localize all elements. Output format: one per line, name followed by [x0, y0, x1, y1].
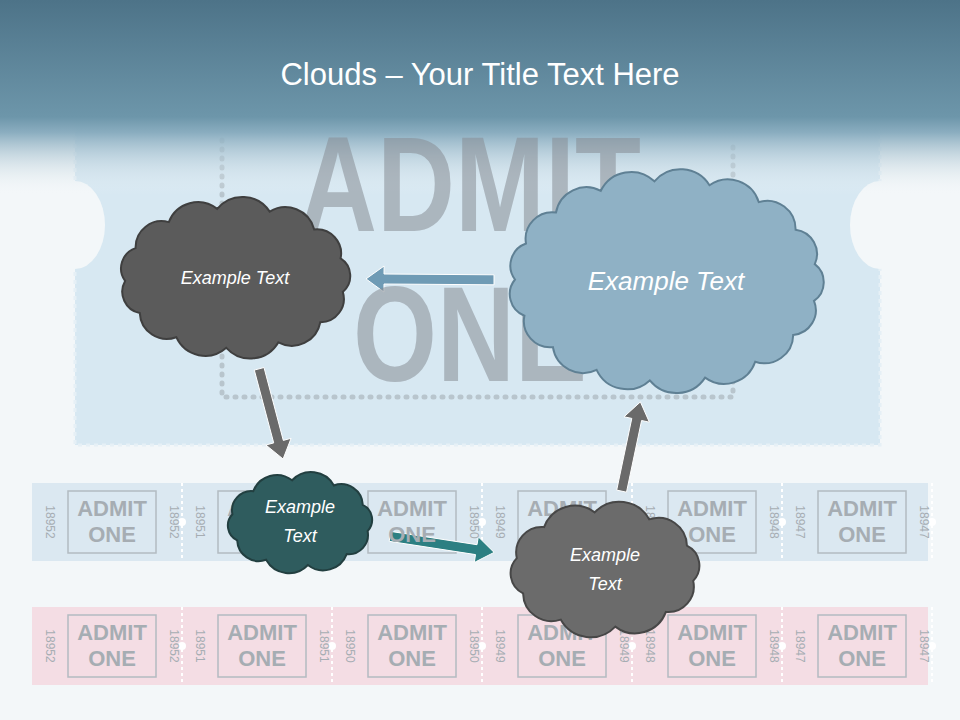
ticket-number: 18950 — [467, 505, 481, 538]
ticket-number: 18949 — [617, 629, 631, 662]
ticket-number: 18948 — [767, 629, 781, 662]
ticket-number: 18951 — [193, 629, 207, 662]
ticket-text: ADMIT ONE — [820, 620, 904, 672]
ticket-text: ADMIT ONE — [820, 496, 904, 548]
cloud-text-box: Example Text — [500, 497, 710, 642]
ticket-number: 18947 — [917, 629, 931, 662]
cloud-outline — [216, 465, 384, 580]
ticket-number: 18947 — [793, 505, 807, 538]
cloud-shape — [510, 169, 824, 393]
ticket-text: ADMIT ONE — [70, 496, 154, 548]
block-arrow — [254, 368, 291, 460]
ticket-number: 18951 — [193, 505, 207, 538]
ticket-number: 18949 — [493, 505, 507, 538]
cloud-shape — [511, 502, 700, 637]
block-arrow — [617, 402, 650, 492]
ticket-number: 18947 — [793, 629, 807, 662]
cloud-text: Example Text — [135, 264, 335, 293]
ticket-number: 18950 — [343, 629, 357, 662]
cloud-node: Example Text — [110, 193, 360, 363]
cloud-text-box: Example Text — [216, 465, 384, 580]
ticket-text: ADMIT ONE — [220, 620, 304, 672]
cloud-node: Example Text — [500, 497, 710, 642]
cloud-text: Example Text — [536, 260, 796, 302]
ticket-number: 18948 — [767, 505, 781, 538]
cloud-shape — [121, 197, 350, 359]
ticket-number: 18947 — [917, 505, 931, 538]
cloud-text: Example Text — [555, 541, 655, 599]
ticket-text: ADMIT ONE — [370, 496, 454, 548]
ticket-number: 18952 — [167, 505, 181, 538]
ticket-number: 18952 — [167, 629, 181, 662]
cloud-text-box: Example Text — [110, 193, 360, 363]
ticket-number: 18950 — [467, 629, 481, 662]
ticket-text: ADMIT ONE — [370, 620, 454, 672]
cloud-node: Example Text — [216, 465, 384, 580]
slide-title: Clouds – Your Title Text Here — [0, 56, 960, 94]
ticket-number: 18952 — [43, 629, 57, 662]
ticket-text: ADMIT ONE — [70, 620, 154, 672]
cloud-text-box: Example Text — [500, 166, 832, 396]
ticket-text: ADMIT ONE — [670, 620, 754, 672]
cloud-outline — [500, 497, 710, 642]
cloud-shape — [228, 472, 372, 573]
ticket-number: 18952 — [43, 505, 57, 538]
ticket-number: 18948 — [643, 629, 657, 662]
cloud-node: Example Text — [500, 166, 832, 396]
ticket-number: 18951 — [317, 629, 331, 662]
cloud-text: Example Text — [255, 493, 345, 551]
ticket-number: 18949 — [493, 629, 507, 662]
